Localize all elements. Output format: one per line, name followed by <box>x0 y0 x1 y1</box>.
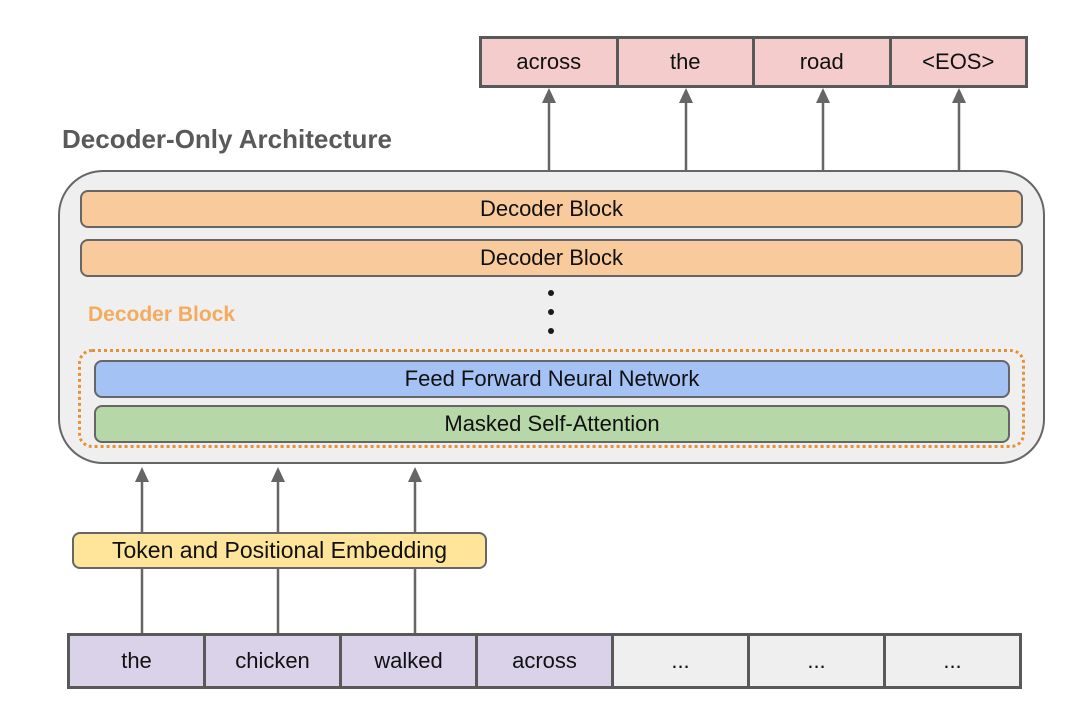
input-token-cell: across <box>475 636 611 686</box>
decoder-block-bar-1: Decoder Block <box>80 190 1023 228</box>
diagram-title: Decoder-Only Architecture <box>62 124 392 154</box>
input-placeholder-cell: ... <box>883 636 1019 686</box>
token-positional-embedding-box: Token and Positional Embedding <box>72 532 487 569</box>
input-placeholder-cell: ... <box>747 636 883 686</box>
vertical-ellipsis <box>548 290 554 334</box>
arrow-to-output-3 <box>816 88 830 170</box>
input-token-cell: walked <box>339 636 475 686</box>
output-token-cell: across <box>482 39 616 85</box>
output-token-cell: the <box>615 39 752 85</box>
input-token-cell: chicken <box>203 636 339 686</box>
ellipsis-dot <box>548 328 554 334</box>
arrow-to-output-4 <box>952 88 966 170</box>
input-token-cell: the <box>70 636 203 686</box>
input-token-row: the chicken walked across ... ... ... <box>67 633 1022 689</box>
arrow-to-output-1 <box>542 88 556 170</box>
decoder-block-callout-label: Decoder Block <box>88 303 236 326</box>
decoder-block-bar-2: Decoder Block <box>80 239 1023 277</box>
ellipsis-dot <box>548 290 554 296</box>
output-token-cell: road <box>752 39 889 85</box>
arrow-to-output-2 <box>679 88 693 170</box>
output-token-row: across the road <EOS> <box>479 36 1028 88</box>
decoder-block-dotted-outline <box>78 349 1025 448</box>
ellipsis-dot <box>548 309 554 315</box>
input-placeholder-cell: ... <box>611 636 747 686</box>
masked-self-attention-bar: Masked Self-Attention <box>94 405 1010 443</box>
feed-forward-bar: Feed Forward Neural Network <box>94 360 1010 398</box>
output-token-cell: <EOS> <box>888 39 1025 85</box>
